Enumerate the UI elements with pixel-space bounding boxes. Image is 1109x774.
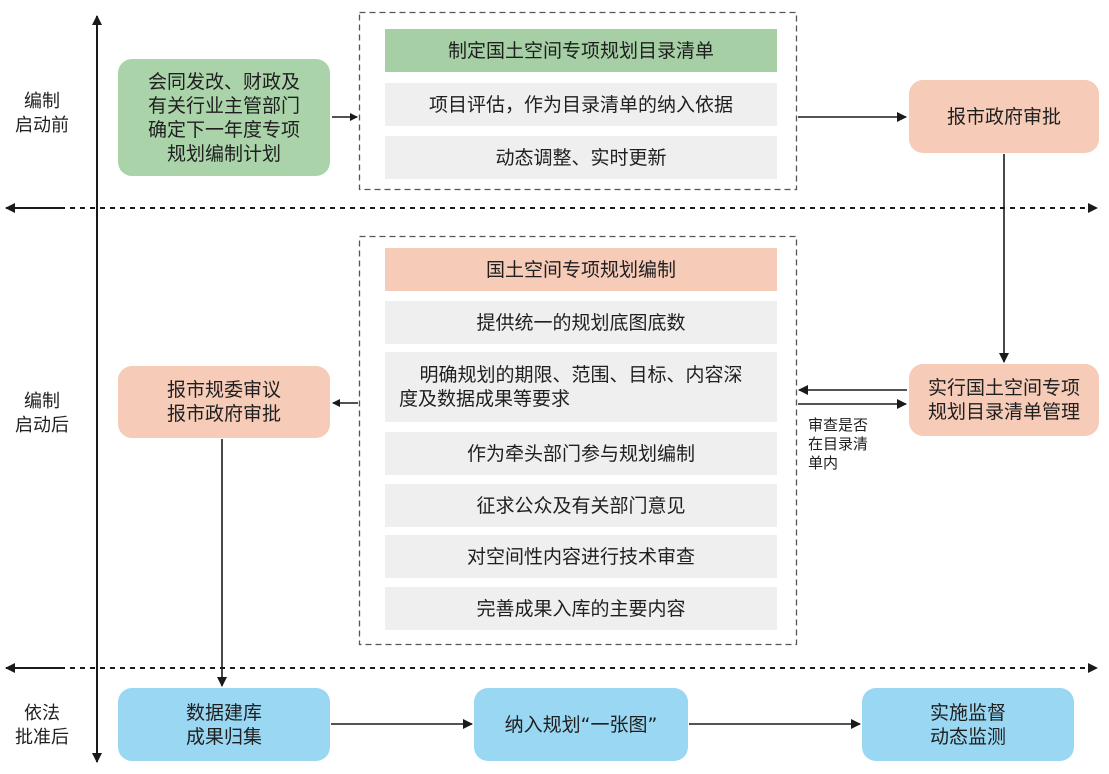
phase-label-after-start: 编制 启动后: [12, 390, 72, 438]
row-line: 明确规划的期限、范围、目标、内容深: [419, 364, 743, 386]
box-line: 数据建库: [185, 701, 262, 724]
phase-label-line: 编制: [24, 91, 60, 112]
box-line: 确定下一年度专项: [147, 118, 300, 141]
supervision-box: 实施监督 动态监测: [862, 688, 1074, 761]
box-line: 实行国土空间专项: [927, 377, 1080, 399]
catalog-frame: [358, 11, 798, 191]
database-box: 数据建库 成果归集: [118, 688, 330, 761]
phase-label-after-approval: 依法 批准后: [12, 702, 72, 750]
compilation-frame: [358, 235, 798, 646]
phase-label-line: 启动前: [15, 115, 69, 136]
catalog-row-dynamic-update: 动态调整、实时更新: [385, 136, 777, 179]
box-line: 报市政府审批: [166, 403, 281, 425]
one-map-box: 纳入规划“一张图”: [474, 688, 688, 761]
note-line: 在目录清: [808, 435, 869, 453]
compilation-row-requirements: 明确规划的期限、范围、目标、内容深 度及数据成果等要求: [385, 352, 777, 422]
box-line: 报市规委审议: [166, 379, 281, 401]
catalog-check-note: 审查是否 在目录清 单内: [808, 416, 868, 473]
note-line: 审查是否: [808, 416, 869, 434]
phase-label-line: 编制: [24, 391, 60, 412]
compilation-row-lead: 作为牵头部门参与规划编制: [385, 432, 777, 475]
box-line: 会同发改、财政及: [147, 70, 300, 93]
compilation-row-review: 对空间性内容进行技术审查: [385, 535, 777, 578]
annual-plan-box: 会同发改、财政及 有关行业主管部门 确定下一年度专项 规划编制计划: [118, 59, 330, 176]
phase-label-line: 依法: [24, 703, 60, 724]
compilation-row-base-map: 提供统一的规划底图底数: [385, 301, 777, 344]
note-line: 单内: [808, 454, 839, 472]
planning-committee-review-box: 报市规委审议 报市政府审批: [118, 366, 330, 438]
box-line: 规划目录清单管理: [927, 401, 1080, 423]
box-line: 实施监督: [929, 701, 1006, 724]
phase-label-line: 启动后: [15, 415, 69, 436]
box-line: 动态监测: [929, 725, 1006, 748]
box-line: 有关行业主管部门: [147, 94, 300, 117]
phase-label-before-start: 编制 启动前: [12, 90, 72, 138]
box-line: 成果归集: [185, 725, 262, 748]
box-line: 规划编制计划: [166, 142, 281, 165]
catalog-management-box: 实行国土空间专项 规划目录清单管理: [909, 364, 1099, 436]
catalog-header: 制定国土空间专项规划目录清单: [385, 29, 777, 72]
city-government-approval-box: 报市政府审批: [909, 80, 1099, 153]
catalog-row-evaluation: 项目评估，作为目录清单的纳入依据: [385, 83, 777, 126]
compilation-row-consult: 征求公众及有关部门意见: [385, 484, 777, 527]
row-line: 度及数据成果等要求: [399, 388, 571, 410]
phase-label-line: 批准后: [15, 727, 69, 748]
compilation-header: 国土空间专项规划编制: [385, 248, 777, 291]
compilation-row-refine: 完善成果入库的主要内容: [385, 587, 777, 630]
